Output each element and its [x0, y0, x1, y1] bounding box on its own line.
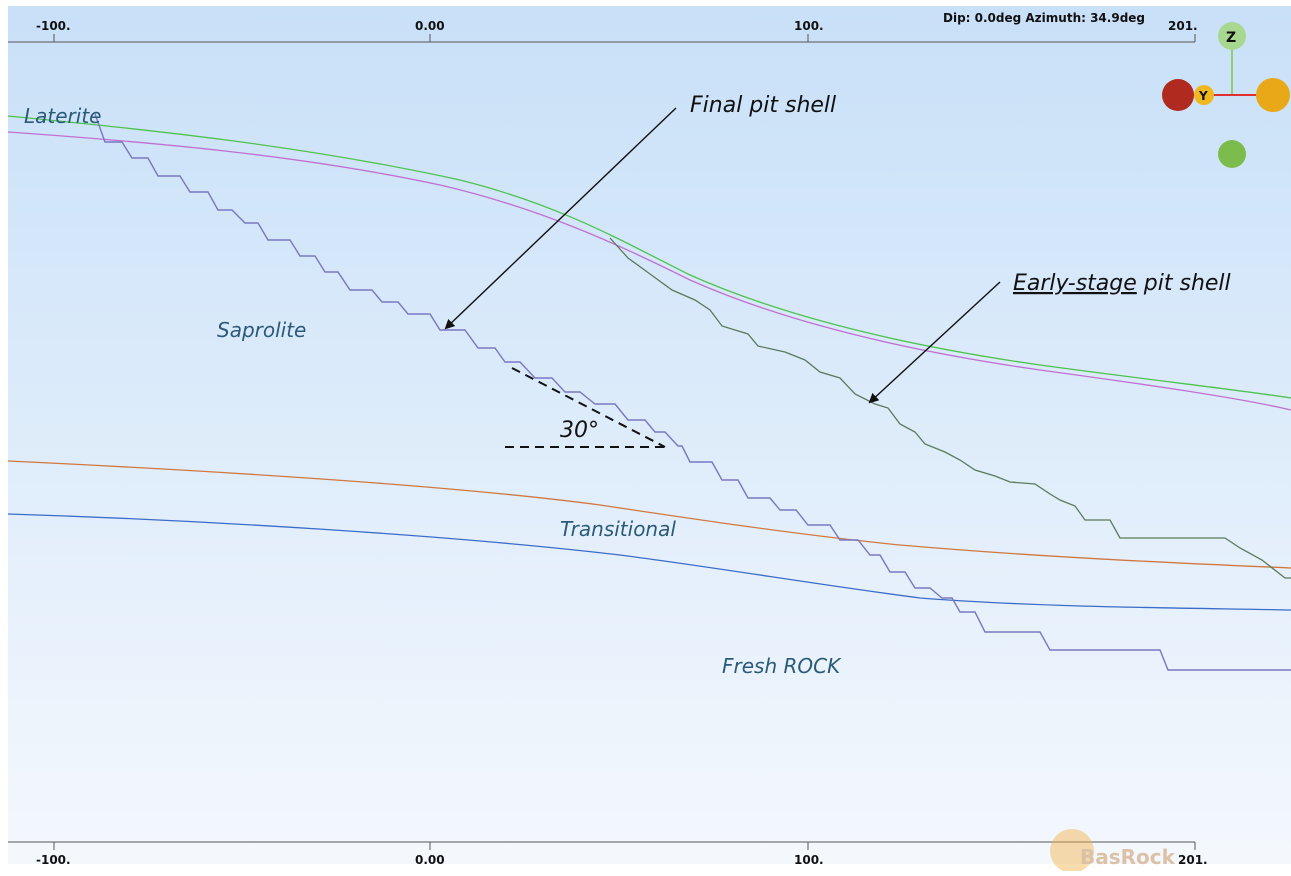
early-stage-arrow	[868, 281, 1001, 404]
bottom-tick-label: 201.	[1178, 853, 1208, 867]
y-axis-handle[interactable]	[1194, 85, 1214, 105]
top-tick-label: 201.	[1168, 19, 1198, 33]
x-positive-handle[interactable]	[1256, 78, 1290, 112]
view-orientation-readout: Dip: 0.0deg Azimuth: 34.9deg	[943, 11, 1145, 25]
transitional-top-surface	[7, 460, 1291, 569]
fresh-rock-label: Fresh ROCK	[722, 654, 842, 678]
y-axis-label: Y	[1198, 89, 1208, 103]
top-tick-label: 100.	[794, 19, 824, 33]
laterite-label: Laterite	[24, 104, 101, 128]
bottom-tick-label: 0.00	[415, 853, 445, 867]
final-pit-label: Final pit shell	[690, 93, 836, 118]
basrock-watermark: BasRock	[1050, 829, 1176, 873]
slope-angle-label: 30°	[560, 418, 599, 443]
saprolite-top-surface	[7, 131, 1291, 411]
slope-angle-indicator: 30°	[505, 367, 666, 448]
early-stage-pit-shell	[609, 237, 1291, 579]
z-axis-label: Z	[1226, 30, 1236, 46]
top-tick-label: -100.	[36, 19, 71, 33]
z-negative-handle[interactable]	[1218, 140, 1246, 168]
early-stage-rest: pit shell	[1137, 271, 1231, 296]
top-tick-label: 0.00	[415, 19, 445, 33]
section-background	[8, 6, 1291, 864]
saprolite-label: Saprolite	[217, 318, 306, 342]
early-stage-underlined: Early-stage	[1013, 271, 1137, 296]
x-negative-handle[interactable]	[1162, 79, 1194, 111]
top-ruler: -100. 0.00 100. 201.	[8, 19, 1198, 43]
transitional-label: Transitional	[560, 517, 676, 541]
axes-orientation-gizmo[interactable]: Z Y	[1162, 22, 1290, 168]
laterite-top-surface	[7, 115, 1291, 399]
final-pit-arrow	[444, 107, 677, 330]
bottom-tick-label: 100.	[794, 853, 824, 867]
fresh-rock-top-surface	[7, 513, 1291, 611]
bottom-ruler: -100. 0.00 100. 201.	[8, 841, 1208, 867]
z-axis-handle[interactable]	[1218, 22, 1246, 50]
final-pit-shell	[94, 113, 1291, 671]
bottom-tick-label: -100.	[36, 853, 71, 867]
watermark-text: BasRock	[1080, 845, 1176, 869]
early-stage-label: Early-stage pit shell	[1013, 271, 1231, 296]
